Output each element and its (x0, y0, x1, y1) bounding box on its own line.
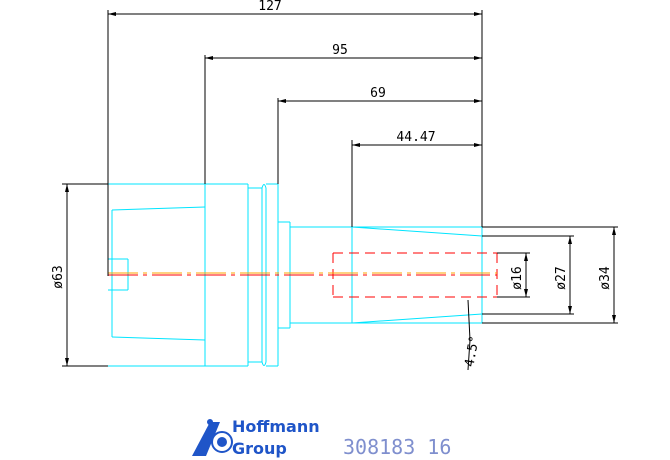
hoffmann-logo-icon (192, 419, 233, 456)
dim-taper-angle: 4.5° (462, 335, 482, 368)
centerline (108, 272, 497, 276)
dim-dia-34: ø34 (598, 266, 613, 290)
logo-line1: Hoffmann (232, 417, 320, 436)
dim-length-69: 69 (370, 86, 386, 101)
dim-dia-27: ø27 (554, 266, 569, 289)
dim-overall-length: 127 (258, 0, 281, 14)
part-number: 308183 16 (343, 435, 451, 459)
arrowheads (65, 12, 616, 366)
dim-dia-63: ø63 (51, 265, 66, 288)
logo-line2: Group (232, 439, 287, 458)
dim-dia-16: ø16 (510, 266, 525, 289)
dim-length-95: 95 (332, 43, 348, 58)
dim-length-44-47: 44.47 (396, 130, 435, 145)
dimension-lines (62, 10, 618, 371)
